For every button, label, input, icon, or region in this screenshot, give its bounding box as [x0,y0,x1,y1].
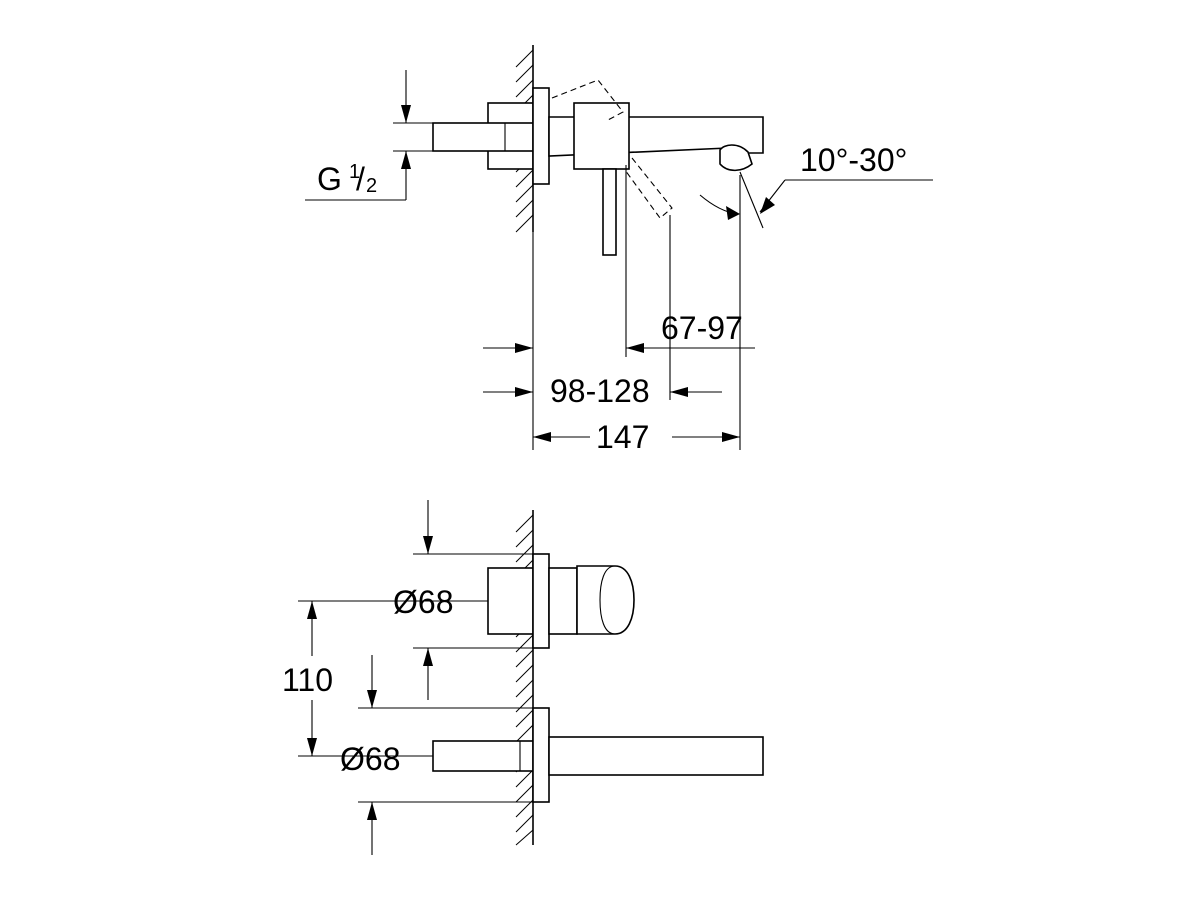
spout-pipe-rear [432,740,534,772]
diameter-upper: Ø68 [393,584,453,620]
dim-spout-reach: 67-97 [661,310,743,346]
side-view: 10°-30° G 1 / 2 67-97 98-128 [305,45,933,455]
svg-text:2: 2 [366,175,377,197]
aerator [719,144,753,172]
angle-ray [739,171,764,229]
wall-hatching-bottom [515,514,534,846]
diameter-lower: Ø68 [340,741,400,777]
dim-spacing: 110 [282,662,333,698]
thread-label: G 1 / 2 [317,161,377,197]
angle-label: 10°-30° [800,142,907,178]
spout-front [548,736,764,776]
lever-ghost-up [551,79,624,121]
svg-text:/: / [356,161,365,197]
handle-body [487,567,534,635]
spout-plate [532,707,550,803]
svg-text:1: 1 [349,161,360,183]
svg-text:G: G [317,161,342,197]
wall-plate-top [532,87,550,185]
front-view: Ø68 Ø68 110 [282,500,764,855]
inlet-pipe [432,122,534,152]
handle-plate [532,553,550,649]
handle-stem [548,567,578,635]
dim-wall-to-lever: 98-128 [550,373,650,409]
lever-ghost-down [624,157,673,219]
lever-handle [602,168,617,256]
dim-total: 147 [596,419,649,455]
handle-knob [576,565,635,635]
